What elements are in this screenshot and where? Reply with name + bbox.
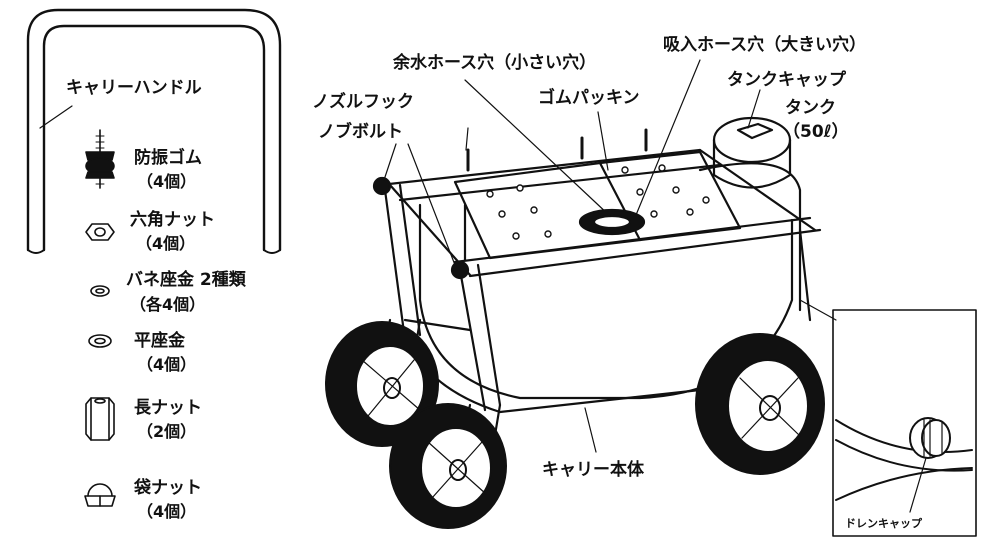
- part-name-vibration-rubber: 防振ゴム: [134, 148, 202, 168]
- cap-nut-icon: [84, 483, 116, 507]
- wheel-front-left: [325, 321, 439, 447]
- vibration-rubber-icon: [85, 129, 115, 189]
- tank-label: タンク: [785, 98, 836, 118]
- long-nut-icon: [85, 397, 115, 441]
- part-count-flat-washer: （4個）: [137, 355, 197, 374]
- part-name-spring-washer: バネ座金 2種類: [126, 270, 246, 290]
- part-name-cap-nut: 袋ナット: [134, 478, 202, 498]
- wheel-rear: [695, 333, 825, 475]
- nozzle-hook-label: ノズルフック: [312, 92, 414, 112]
- suction-hose-hole-label: 吸入ホース穴（大きい穴）: [663, 35, 867, 55]
- part-count-hex-nut: （4個）: [136, 234, 196, 253]
- part-name-long-nut: 長ナット: [134, 398, 202, 418]
- drain-cap-inset: [799, 299, 977, 537]
- part-count-cap-nut: （4個）: [137, 502, 197, 521]
- carrier-body-drawing: [372, 116, 822, 467]
- wheel-front-right: [389, 403, 507, 529]
- knob-bolt-label: ノブボルト: [318, 122, 403, 142]
- part-count-spring-washer: （各4個）: [130, 295, 206, 314]
- carry-handle-drawing: [26, 8, 282, 254]
- leader-lines: [383, 59, 761, 453]
- tank-capacity-label: （50ℓ）: [783, 122, 849, 142]
- tank-cap-label: タンクキャップ: [727, 70, 846, 90]
- carry-handle-label: キャリーハンドル: [66, 78, 202, 98]
- part-count-vibration-rubber: （4個）: [137, 172, 197, 191]
- carrier-body-label: キャリー本体: [542, 460, 644, 480]
- part-name-flat-washer: 平座金: [134, 331, 185, 351]
- flat-washer-icon: [88, 334, 112, 348]
- hex-nut-icon: [85, 223, 115, 241]
- part-name-hex-nut: 六角ナット: [130, 210, 215, 230]
- drain-cap-label: ドレンキャップ: [845, 517, 922, 530]
- drain-hose-hole-label: 余水ホース穴（小さい穴）: [393, 53, 597, 73]
- part-count-long-nut: （2個）: [137, 422, 197, 441]
- rubber-packing-label: ゴムパッキン: [538, 88, 640, 108]
- spring-washer-icon: [90, 285, 110, 297]
